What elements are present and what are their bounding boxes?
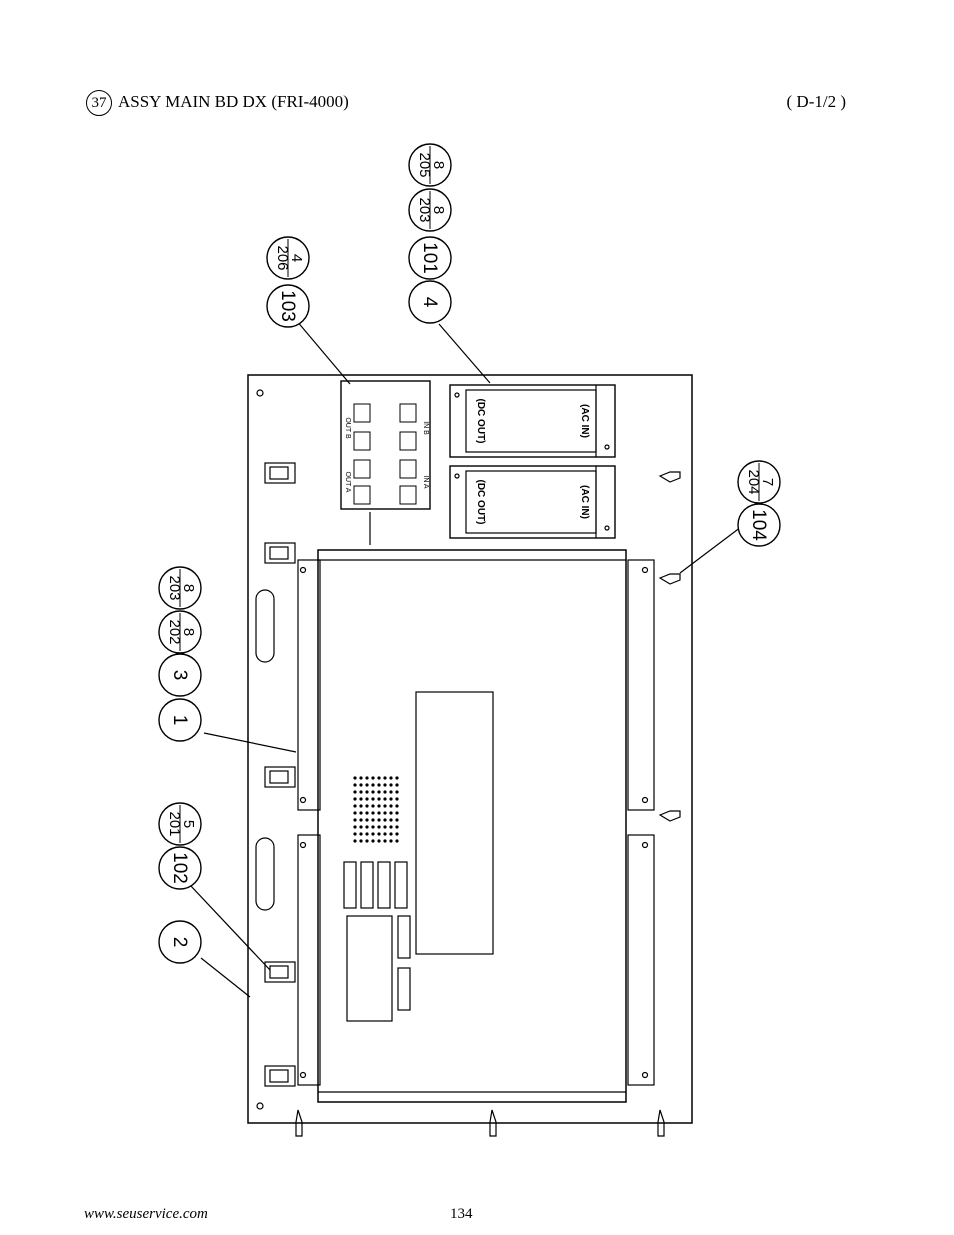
callout-circle [158, 653, 202, 697]
callout-number: 103 [277, 290, 298, 322]
psu-dc-out-label: (DC OUT) [475, 480, 486, 525]
terminal-label: IN A [422, 475, 429, 489]
bracket [297, 834, 321, 1086]
mounting-hole [256, 1102, 264, 1110]
clip [264, 766, 296, 788]
callout-quantity: 5 [180, 820, 197, 828]
psu-unit-lower [449, 465, 616, 539]
callout-circle [266, 284, 310, 328]
callout-4: 4 [408, 280, 452, 324]
callout-number: 104 [748, 509, 769, 541]
hook [658, 810, 681, 822]
callout-number: 203 [416, 197, 433, 222]
callout-quantity: 8 [430, 161, 447, 169]
callout-quantity: 7 [759, 478, 776, 486]
leader-102 [189, 884, 271, 971]
clip [264, 542, 296, 564]
callout-quantity: 8 [180, 584, 197, 592]
psu-ac-in-label: (AC IN) [579, 404, 590, 438]
vent-pattern [353, 776, 399, 843]
callout-number: 3 [169, 670, 190, 681]
oval-cutout [255, 837, 275, 911]
mounting-hole [256, 389, 264, 397]
callout-circle [158, 698, 202, 742]
callout-number: 1 [169, 715, 190, 726]
leader-2 [200, 957, 251, 998]
callout-2: 2 [158, 920, 202, 964]
leader-103 [295, 319, 351, 385]
clip-102 [264, 462, 296, 484]
callout-quantity: 4 [288, 254, 305, 262]
clip [264, 1065, 296, 1087]
callout-circle [158, 846, 202, 890]
leader-104 [679, 526, 742, 574]
psu-dc-out-label: (DC OUT) [475, 399, 486, 444]
terminal-label: OUT A [344, 472, 351, 493]
hook [658, 471, 681, 483]
callout-101: 101 [408, 236, 452, 280]
callout-103: 103 [266, 284, 310, 328]
terminal-label: OUT B [344, 417, 351, 439]
callout-1: 1 [158, 698, 202, 742]
page-title: ASSY MAIN BD DX (FRI-4000) [118, 92, 349, 111]
callout-quantity: 8 [430, 206, 447, 214]
callout-number: 203 [166, 575, 183, 600]
board-chip [415, 691, 494, 955]
callout-104: 104 [737, 503, 781, 547]
hook [658, 573, 681, 585]
callout-circle [408, 236, 452, 280]
item-number-circle: 37 [86, 90, 112, 116]
leader-1 [203, 732, 297, 753]
callout-number: 201 [166, 811, 183, 836]
board-chip [346, 915, 393, 1022]
callout-102: 102 [158, 846, 202, 890]
callout-number: 204 [745, 469, 762, 494]
psu-unit-upper [449, 384, 616, 458]
callout-number: 205 [416, 152, 433, 177]
psu-ac-in-label: (AC IN) [579, 485, 590, 519]
hook [657, 1109, 665, 1137]
callout-circle [408, 280, 452, 324]
callout-3: 3 [158, 653, 202, 697]
callout-number: 206 [274, 245, 291, 270]
main-board [317, 549, 627, 1103]
bracket [297, 559, 321, 811]
terminal-block [340, 380, 431, 510]
chassis-plate [247, 374, 693, 1124]
callout-number: 2 [169, 937, 190, 948]
footer-url[interactable]: www.seuservice.com [84, 1206, 208, 1222]
header: 37 ASSY MAIN BD DX (FRI-4000) ( D-1/2 ) [86, 90, 846, 116]
callout-circle [158, 920, 202, 964]
leader-4 [438, 323, 491, 384]
callout-balloons: 8205820310144206103720410482038202315201… [158, 143, 781, 964]
diagram-code: ( D-1/2 ) [786, 92, 846, 111]
hook [295, 1109, 303, 1137]
bracket [627, 834, 655, 1086]
oval-cutout [255, 589, 275, 663]
terminal-label: IN B [422, 421, 429, 435]
bracket [627, 559, 655, 811]
callout-circle [737, 503, 781, 547]
callout-number: 102 [169, 852, 190, 884]
hook [489, 1109, 497, 1137]
callout-number: 101 [419, 242, 440, 274]
page-number: 134 [450, 1206, 473, 1222]
callout-quantity: 8 [180, 628, 197, 636]
callout-number: 202 [166, 619, 183, 644]
clip [264, 961, 296, 983]
callout-number: 4 [419, 297, 440, 308]
